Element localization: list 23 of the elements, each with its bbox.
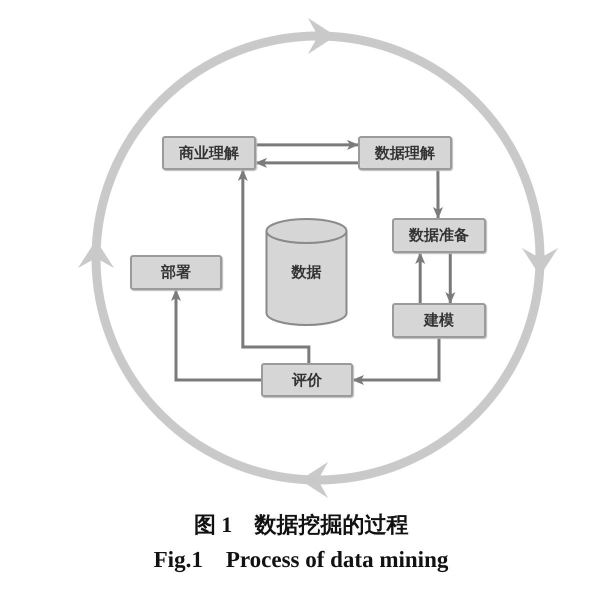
node-label: 数据理解 <box>375 144 435 162</box>
process-box <box>358 136 452 170</box>
process-box <box>162 136 256 170</box>
arrow <box>238 169 310 363</box>
process-box <box>392 303 486 338</box>
arrow <box>256 140 359 150</box>
process-box <box>261 363 353 397</box>
arrow <box>255 158 358 168</box>
node-label: 建模 <box>424 311 454 330</box>
caption: 图 1 数据挖掘的过程 <box>194 512 408 537</box>
node-label: 数据 <box>292 262 322 282</box>
node-label: 部署 <box>161 263 191 282</box>
process-box <box>392 218 486 253</box>
arrow <box>415 252 426 303</box>
caption: Fig.1 Process of data mining <box>154 547 448 572</box>
process-box <box>130 255 222 290</box>
arrow <box>433 170 444 219</box>
arrow <box>445 253 456 304</box>
arrow <box>352 336 440 385</box>
node-label: 数据准备 <box>409 226 469 245</box>
node-label: 商业理解 <box>179 144 239 162</box>
node-label: 评价 <box>292 370 322 390</box>
arrow <box>171 289 261 382</box>
